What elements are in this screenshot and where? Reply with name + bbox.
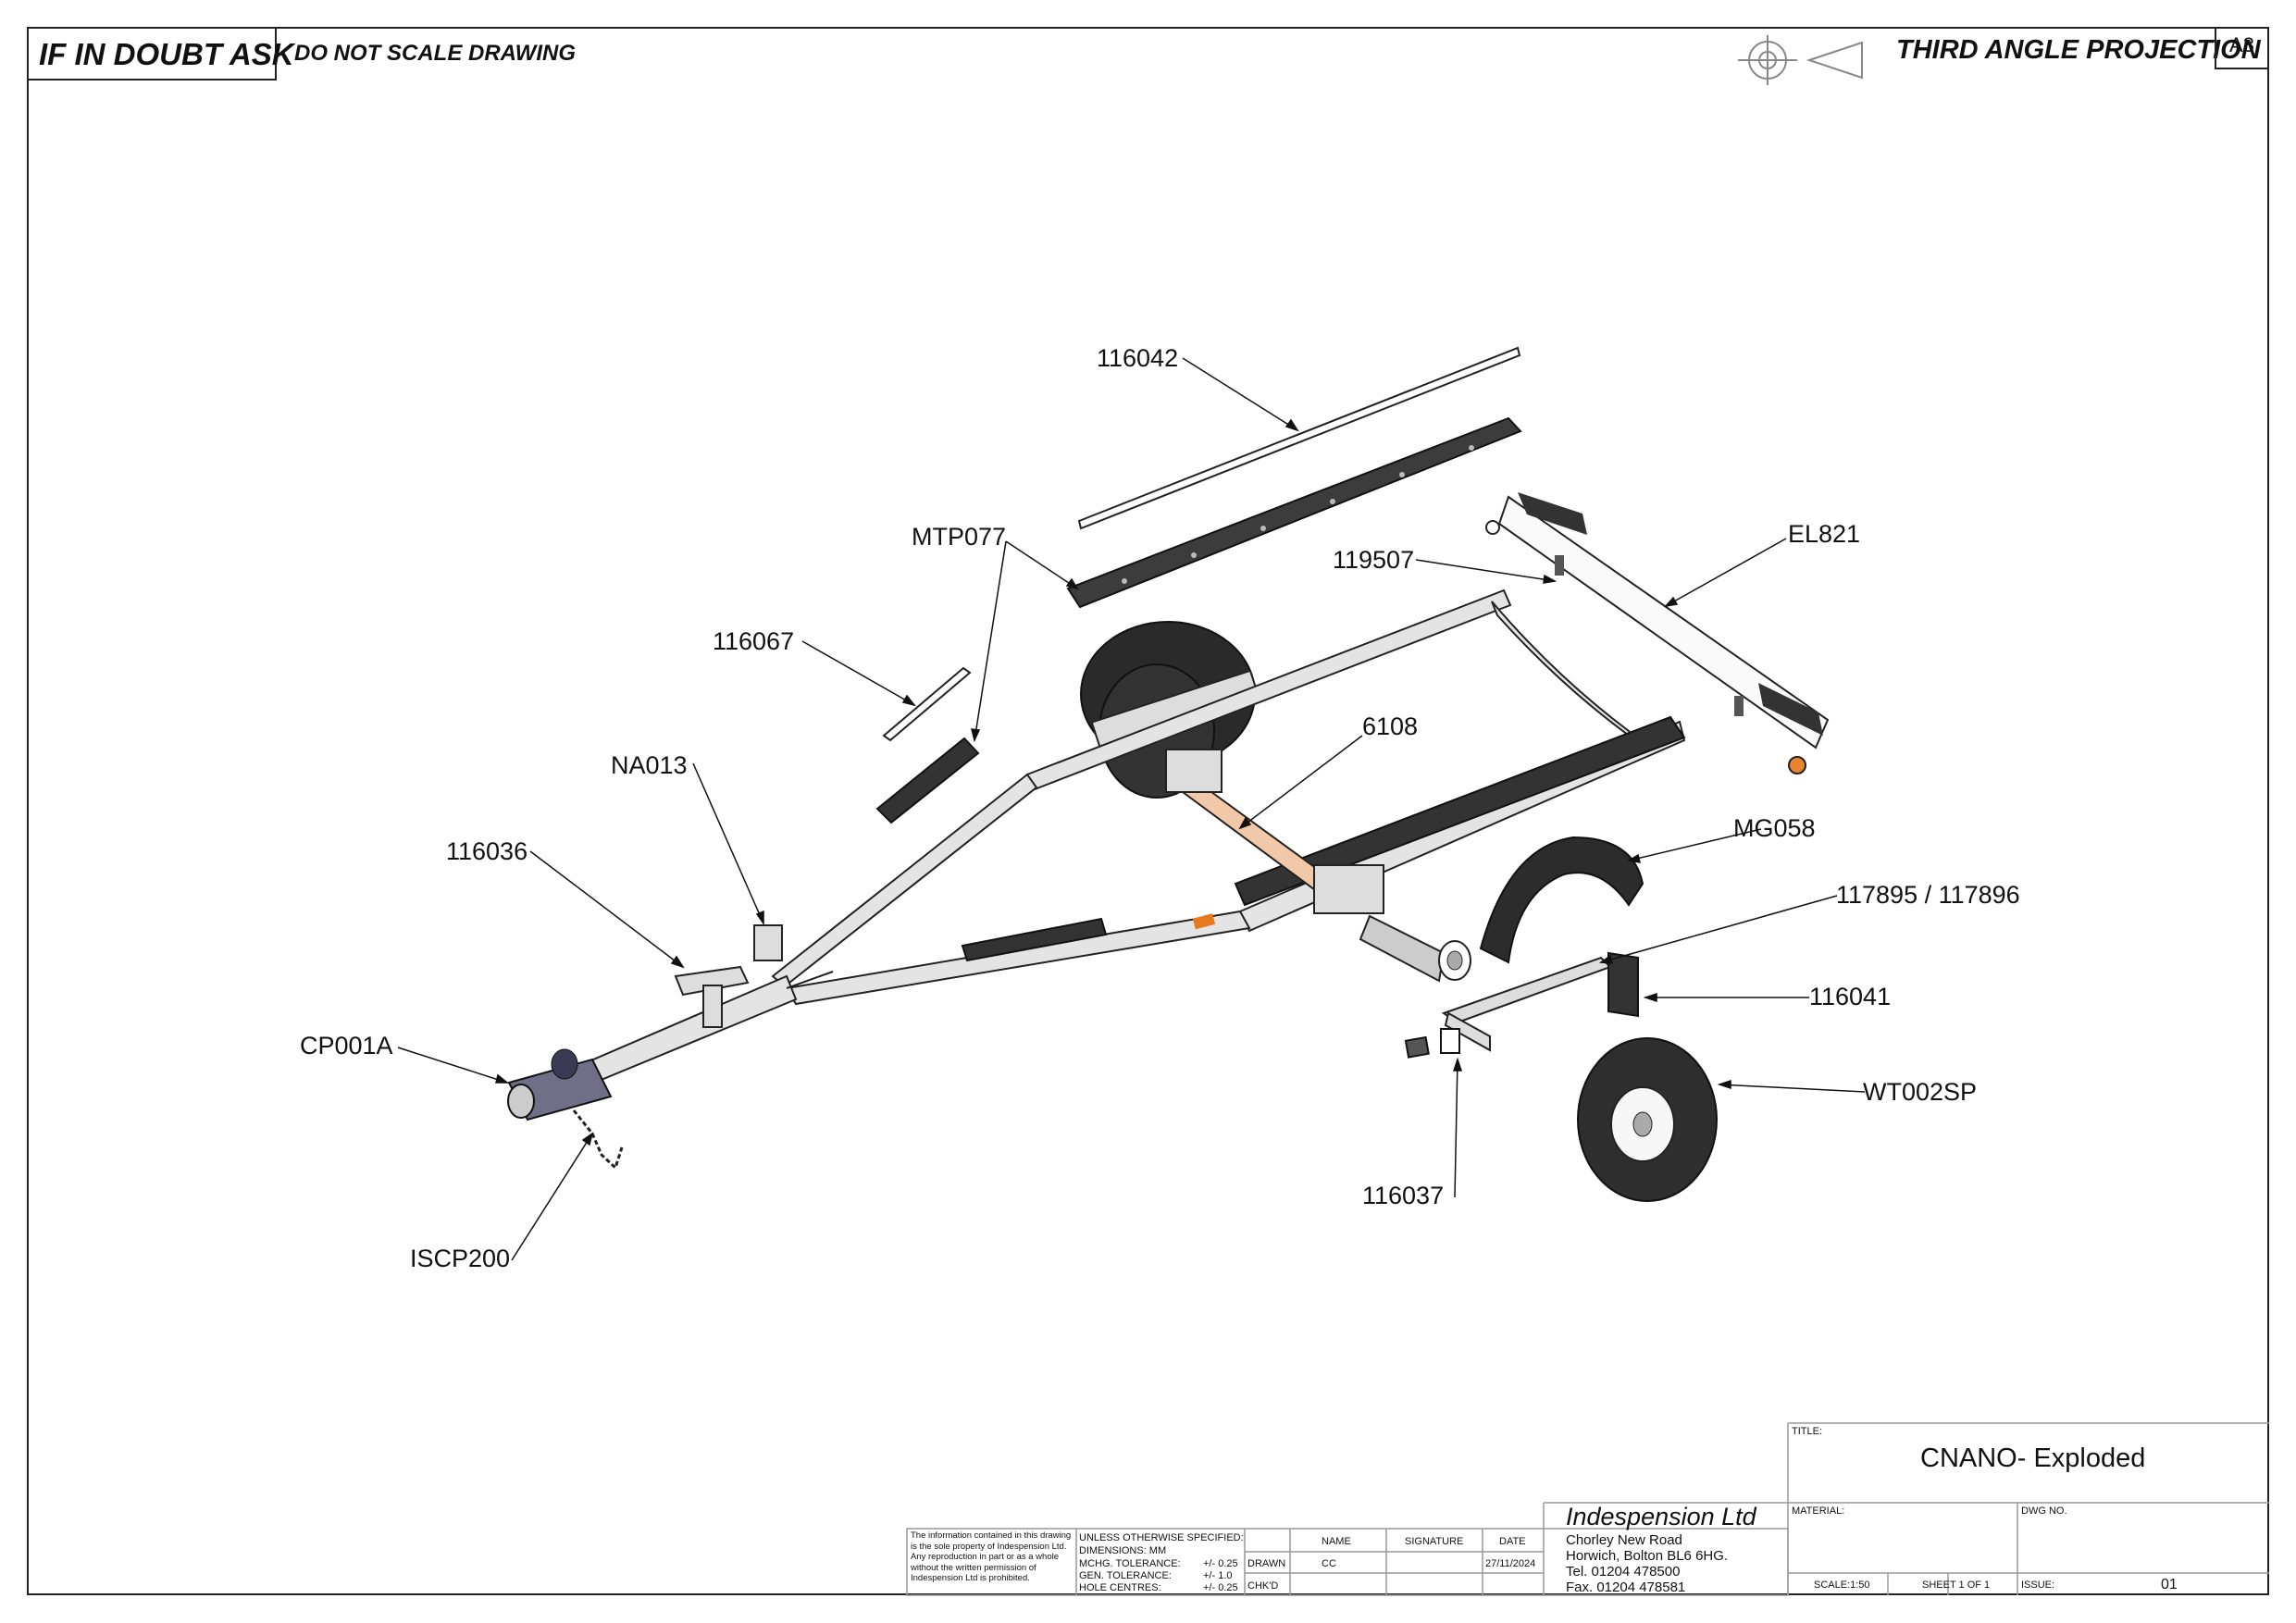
part-mtp077-bunk-lower (875, 737, 980, 824)
part-iscp200-chain (572, 1109, 624, 1171)
part-116042-rail (1077, 346, 1521, 530)
part-mg058-mudguard (1479, 836, 1644, 964)
callout-el821: EL821 (1788, 520, 1861, 548)
paper-size-label: A3 (2229, 33, 2254, 56)
company-tel: Tel. 01204 478500 (1566, 1564, 1681, 1580)
drawn-name: CC (1322, 1558, 1336, 1569)
bunk-holes (1122, 445, 1474, 584)
drawn-date: 27/11/2024 (1485, 1558, 1536, 1569)
part-el821-lightboard (1485, 492, 1830, 774)
gen-tolerance-value: +/- 1.0 (1203, 1570, 1233, 1581)
unless-otherwise-label: UNLESS OTHERWISE SPECIFIED: (1079, 1532, 1244, 1543)
dwg-no-label: DWG NO. (2021, 1505, 2067, 1517)
sheet-label: SHEET 1 OF 1 (1922, 1580, 1991, 1591)
callout-na013: NA013 (611, 751, 688, 779)
part-na013-clamp (753, 924, 783, 961)
part-wt002sp-wheel (1577, 1037, 1718, 1202)
callout-mtp077: MTP077 (912, 523, 1007, 551)
mchg-tolerance-value: +/- 0.25 (1203, 1558, 1238, 1569)
third-angle-projection-symbol (1738, 35, 1863, 85)
part-116037-pad-a (1404, 1035, 1430, 1059)
signature-header: SIGNATURE (1405, 1536, 1464, 1547)
leader-lines (397, 357, 1866, 1261)
material-label: MATERIAL: (1792, 1505, 1845, 1517)
callout-116042: 116042 (1097, 344, 1179, 372)
issue-label: ISSUE: (2021, 1580, 2055, 1591)
callout-iscp200: ISCP200 (410, 1245, 511, 1272)
callout-116036: 116036 (446, 837, 528, 865)
title-block-lines (906, 1422, 2269, 1596)
callout-mg058: MG058 (1733, 814, 1816, 842)
drawing-title: CNANO- Exploded (1920, 1443, 2146, 1473)
drawing-sheet-border (27, 27, 2269, 1595)
hole-centres-label: HOLE CENTRES: (1079, 1582, 1161, 1593)
company-address-1: Chorley New Road (1566, 1532, 1682, 1548)
callout-116037: 116037 (1362, 1182, 1445, 1209)
callout-wt002sp: WT002SP (1863, 1078, 1978, 1106)
hub-assembly (1359, 914, 1471, 983)
gen-tolerance-label: GEN. TOLERANCE: (1079, 1570, 1172, 1581)
projection-label: THIRD ANGLE PROJECTION (1896, 35, 2261, 65)
company-fax: Fax. 01204 478581 (1566, 1580, 1686, 1595)
do-not-scale-label: DO NOT SCALE DRAWING (294, 41, 576, 66)
company-name: Indespension Ltd (1566, 1503, 1756, 1530)
callout-6108: 6108 (1362, 712, 1419, 740)
part-116067-strip (882, 666, 972, 742)
reflector-orange (1192, 913, 1216, 930)
scale-label: SCALE:1:50 (1814, 1580, 1870, 1591)
issue-value: 01 (2161, 1577, 2178, 1592)
callout-119507: 119507 (1333, 546, 1415, 574)
callout-116067: 116067 (713, 627, 795, 655)
checked-label: CHK'D (1247, 1580, 1279, 1592)
date-header: DATE (1499, 1536, 1526, 1547)
doubt-box (27, 27, 277, 81)
name-header: NAME (1322, 1536, 1351, 1547)
company-address-2: Horwich, Bolton BL6 6HG. (1566, 1548, 1729, 1564)
frame-bunk-right (1234, 715, 1686, 907)
frame-bunk-left (961, 917, 1108, 962)
part-116041-plate (1607, 951, 1639, 1018)
axle-bracket (1313, 864, 1384, 914)
if-in-doubt-label: IF IN DOUBT ASK (39, 37, 294, 71)
dimensions-label: DIMENSIONS: MM (1079, 1545, 1167, 1556)
part-mtp077-bunk-upper (1066, 416, 1522, 609)
proprietary-notice: The information contained in this drawin… (911, 1530, 1072, 1583)
drawn-label: DRAWN (1247, 1558, 1286, 1569)
callout-117895-117896: 117895 / 117896 (1836, 881, 2020, 909)
title-label: TITLE: (1792, 1426, 1823, 1437)
part-116036-bracket (674, 965, 750, 997)
callout-116041: 116041 (1809, 983, 1892, 1010)
part-116037-pad-b (1440, 1028, 1460, 1054)
paper-size-box (2215, 27, 2269, 69)
hole-centres-value: +/- 0.25 (1203, 1582, 1238, 1593)
callout-cp001a: CP001A (300, 1032, 393, 1059)
mchg-tolerance-label: MCHG. TOLERANCE: (1079, 1558, 1181, 1569)
part-cp001a-coupling (507, 1048, 613, 1121)
